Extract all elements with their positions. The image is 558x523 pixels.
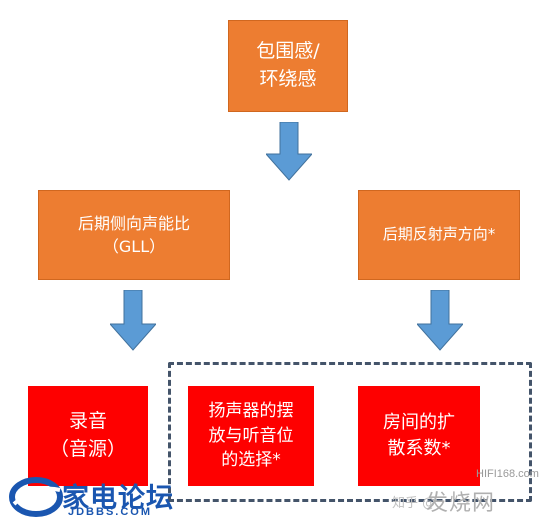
- node-late-reflection-direction: 后期反射声方向*: [358, 190, 520, 280]
- jdbbs-logo-icon: [9, 477, 63, 517]
- node-speaker-placement: 扬声器的摆 放与听音位 的选择*: [188, 386, 314, 486]
- logo-domain: JDBBS.COM: [68, 506, 153, 518]
- node-recording-source-label: 录音 （音源）: [49, 410, 126, 460]
- node-recording-source: 录音 （音源）: [28, 386, 148, 486]
- node-envelopment-label: 包围感/ 环绕感: [256, 40, 320, 90]
- arrow-down-left: [110, 290, 156, 351]
- logo-text: 家电论坛: [62, 483, 174, 514]
- arrow-down-top: [266, 122, 312, 181]
- node-envelopment: 包围感/ 环绕感: [228, 20, 348, 112]
- node-room-diffusion-label: 房间的扩 散系数*: [383, 411, 455, 459]
- node-late-lateral-energy: 后期侧向声能比 （GLL）: [38, 190, 230, 280]
- zhihu-watermark: 知乎 @: [392, 496, 436, 511]
- node-speaker-placement-label: 扬声器的摆 放与听音位 的选择*: [208, 401, 294, 471]
- node-late-lateral-energy-label: 后期侧向声能比 （GLL）: [77, 213, 190, 256]
- node-room-diffusion: 房间的扩 散系数*: [358, 386, 480, 486]
- dashed-group-frame: [168, 362, 532, 502]
- site-domain-watermark: HIFI168.com: [476, 468, 539, 480]
- node-late-reflection-direction-label: 后期反射声方向*: [382, 225, 496, 244]
- arrow-down-right: [417, 290, 463, 351]
- site-name-watermark: 发烧网: [426, 491, 496, 516]
